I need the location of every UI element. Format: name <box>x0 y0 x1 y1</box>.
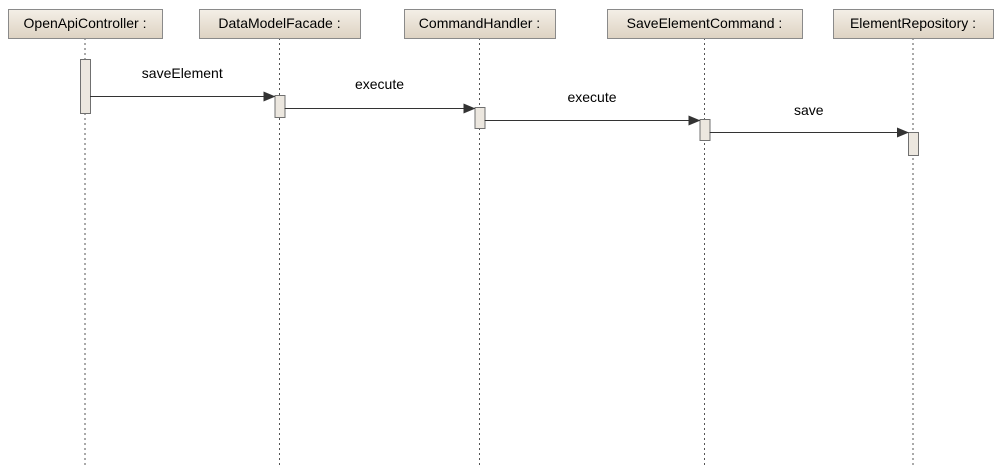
participants: OpenApiController : DataModelFacade : Comm… <box>8 9 994 39</box>
activation-bar-p2 <box>474 107 486 129</box>
participant-p3[interactable]: SaveElementCommand : <box>607 9 803 39</box>
participant-p2[interactable]: CommandHandler : <box>404 9 556 39</box>
participant-box[interactable] <box>607 9 803 39</box>
participant-box[interactable] <box>8 9 163 39</box>
message-3[interactable]: save <box>709 102 909 138</box>
activation-bar-p0 <box>80 59 91 114</box>
messages: saveElement execute execute save <box>90 65 909 138</box>
lifelines <box>84 38 914 466</box>
message-label: save <box>794 102 824 118</box>
activation-bar-p3 <box>699 119 711 141</box>
message-label: execute <box>355 76 404 92</box>
message-label: saveElement <box>142 65 223 81</box>
participant-label: CommandHandler : <box>419 15 540 31</box>
message-1[interactable]: execute <box>284 76 476 114</box>
message-0[interactable]: saveElement <box>90 65 276 102</box>
message-2[interactable]: execute <box>484 89 701 126</box>
participant-box[interactable] <box>199 9 361 39</box>
participant-label: DataModelFacade : <box>218 15 340 31</box>
activation-bar-p4 <box>908 132 919 156</box>
participant-box[interactable] <box>833 9 994 39</box>
activation-bar-p1 <box>274 95 286 118</box>
participant-p1[interactable]: DataModelFacade : <box>199 9 361 39</box>
message-label: execute <box>567 89 616 105</box>
participant-box[interactable] <box>404 9 556 39</box>
participant-label: SaveElementCommand : <box>627 15 783 31</box>
activation-bars <box>80 59 919 156</box>
participant-label: ElementRepository : <box>850 15 976 31</box>
participant-p0[interactable]: OpenApiController : <box>8 9 163 39</box>
participant-label: OpenApiController : <box>24 15 147 31</box>
participant-p4[interactable]: ElementRepository : <box>833 9 994 39</box>
